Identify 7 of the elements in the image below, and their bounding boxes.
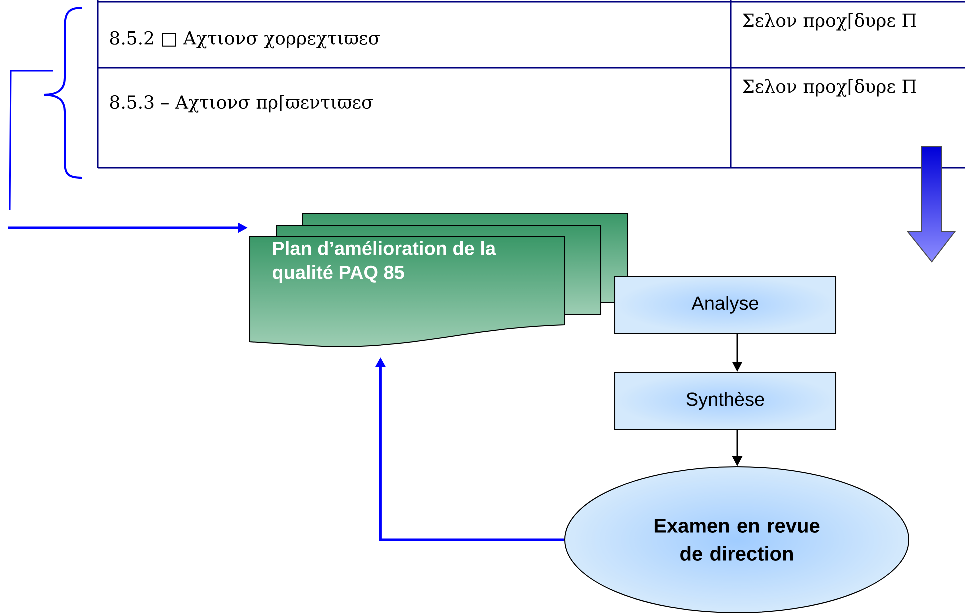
table-cell: 8.5.3 – Αχτιονσ πρ⌈ϖεντιϖεσ (110, 95, 374, 113)
table-cell: Σελον προχ⌈δυρε Π (742, 79, 916, 97)
table-cell: Σελον προχ⌈δυρε Π (742, 13, 916, 31)
table-cell: 8.5.2 □ Αχτιονσ χορρεχτιϖεσ (110, 31, 380, 49)
process-box: Analyse (614, 276, 836, 334)
document-stack: Plan d’amélioration de la qualité PAQ 85 (250, 214, 628, 348)
process-box: Synthèse (614, 372, 836, 430)
